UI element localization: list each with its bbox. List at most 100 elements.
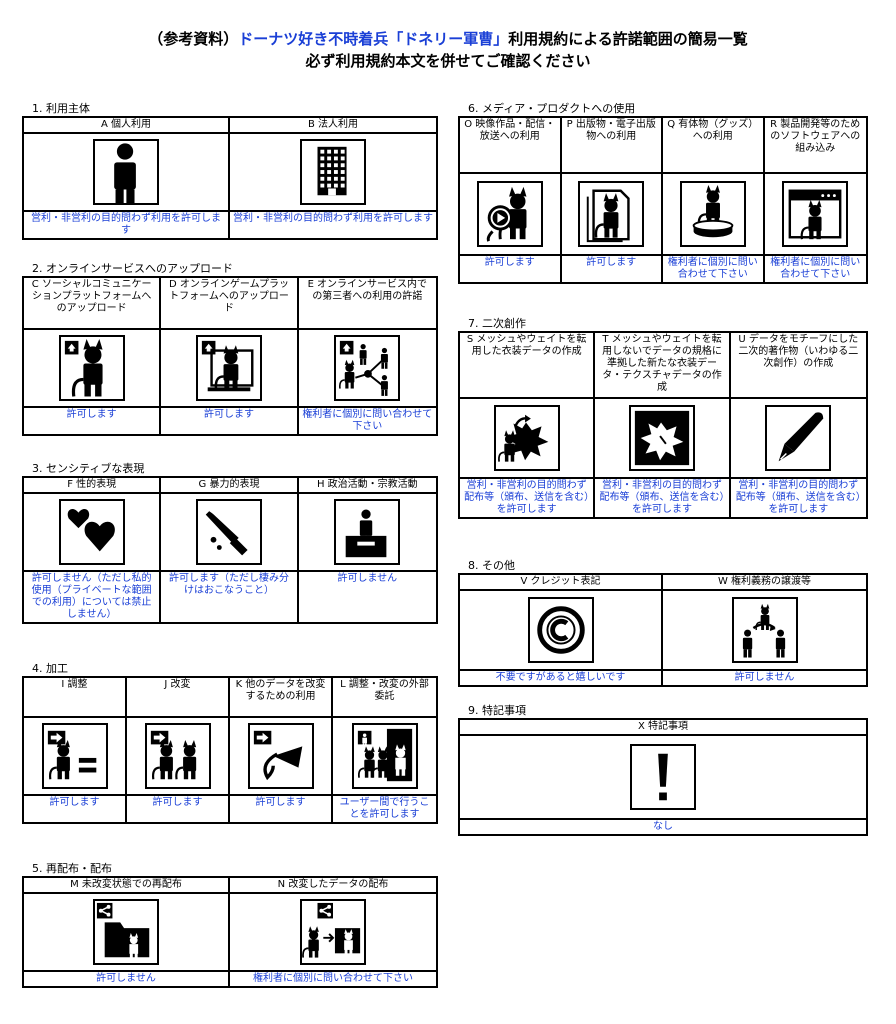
permission-header: I 調整 [24,678,125,718]
permission-cell: V クレジット表記不要ですがあると嬉しいです [460,575,663,685]
figure-icon-graphic [692,184,734,238]
section-label: 6. メディア・プロダクトへの使用 [468,102,636,115]
permission-cell: D オンラインゲームプラットフォームへのアップロード許可します [161,278,299,434]
permission-cell: R 製品開発等のためのソフトウェアへの組み込み権利者に個別に問い合わせて下さい [764,118,866,282]
permission-icon-area [764,174,866,256]
section-table: S メッシュやウェイトを転用した衣装データの作成営利・非営利の目的問わず配布等（… [458,331,868,519]
permission-result: なし [653,821,673,832]
permission-header: C ソーシャルコミュニケーションプラットフォームへのアップロード [24,278,160,330]
permission-icon-area [127,718,228,796]
permission-icon-area [730,399,866,479]
exclamation-icon [630,744,696,810]
knife-icon [195,499,262,565]
section-label: 2. オンラインサービスへのアップロード [32,262,233,275]
permission-header: H 政治活動・宗教活動 [298,478,436,494]
knife-icon-graphic [205,510,248,556]
permission-header: V クレジット表記 [460,575,661,591]
permission-cell: Q 有体物（グッズ）への利用権利者に個別に問い合わせて下さい [663,118,765,282]
software-icon-graphic [788,189,842,240]
permission-result: 権利者に個別に問い合わせて下さい [667,257,758,280]
permission-result: 営利・非営利の目的問わず利用を許可します [31,213,221,236]
share-network-icon [334,335,401,401]
permission-icon-area [24,330,160,408]
permission-header: A 個人利用 [24,118,228,134]
distribute-modified-icon [300,899,366,965]
permission-result: 営利・非営利の目的問わず配布等（頒布、送信を含む）を許可します [464,480,590,515]
permission-icon-area [298,330,436,408]
permission-result: 許可します [255,797,306,808]
permission-result: 営利・非営利の目的問わず配布等（頒布、送信を含む）を許可します [735,480,861,515]
permission-cell: F 性的表現許可しません（ただし私的使用（プライベートな範囲での利用）については… [24,478,162,622]
permission-result: 許可しません（ただし私的使用（プライベートな範囲での利用）については禁止しません… [31,573,152,620]
permission-icon-area [663,174,763,256]
permission-icon-area [24,718,125,796]
permission-icon-area [460,736,866,820]
person-icon [93,139,159,205]
permission-header: T メッシュやウェイトを転用しないでデータの規格に準拠した新たな衣装データ・テク… [595,333,729,399]
permission-result: 許可しません [734,672,795,683]
distribute-modified-icon-graphic [302,902,361,958]
section-sensitive-expression: 3. センシティブな表現 F 性的表現許可しません（ただし私的使用（プライベートな… [22,461,438,624]
upload-game-icon-graphic [201,340,254,392]
costume-new-icon-graphic [634,410,690,466]
permission-header: R 製品開発等のためのソフトウェアへの組み込み [764,118,866,174]
building-icon [300,139,366,205]
software-icon [782,181,849,247]
section-label: 9. 特記事項 [468,704,526,717]
permission-header: K 他のデータを改変するための利用 [230,678,331,718]
permission-cell: W 権利義務の譲渡等許可しません [663,575,866,685]
permission-header: G 暴力的表現 [161,478,297,494]
modify-icon [144,723,211,789]
permission-header: B 法人利用 [230,118,436,134]
title-line-1: （参考資料）ドーナツ好き不時着兵「ドネリー軍曹」利用規約による許諾範囲の簡易一覧 [0,28,896,50]
permission-icon-area [24,494,160,572]
permission-result: 権利者に個別に問い合わせて下さい [302,409,433,432]
permission-icon-area [460,591,661,671]
title-line-2: 必ず利用規約本文を併せてご確認ください [305,52,591,70]
costume-convert-icon-graphic [497,414,548,462]
section-label: 7. 二次創作 [468,317,526,330]
permission-result: 許可しません [337,573,398,584]
transfer-icon [731,597,798,663]
permission-result: 許可します [203,409,254,420]
section-label: 3. センシティブな表現 [32,462,145,475]
permission-cell: U データをモチーフにした二次的著作物（いわゆる二次創作）の作成営利・非営利の目… [730,333,866,517]
permission-icon-area [460,399,594,479]
video-icon-graphic [486,186,527,242]
permission-icon-area [333,718,436,796]
outsource-icon [351,723,418,789]
permission-cell: I 調整許可します [24,678,127,822]
permission-cell: P 出版物・電子出版物への利用許可します [561,118,663,282]
permission-icon-area [230,894,436,972]
publication-icon [578,181,645,247]
permission-cell: O 映像作品・配信・放送への利用許可します [460,118,562,282]
title-character-name: ドーナツ好き不時着兵「ドネリー軍曹」 [238,30,509,48]
section-table: X 特記事項なし [458,718,868,836]
permission-cell: T メッシュやウェイトを転用しないでデータの規格に準拠した新たな衣装データ・テク… [595,333,731,517]
permission-header: F 性的表現 [24,478,160,494]
permission-result: 許可します [484,257,535,268]
permission-result: 権利者に個別に問い合わせて下さい [770,257,861,280]
building-icon-graphic [317,146,347,196]
permission-cell: N 改変したデータの配布権利者に個別に問い合わせて下さい [230,878,436,986]
permission-icon-area [161,330,297,408]
copyright-icon-graphic [536,606,585,654]
permission-result: 許可します [49,797,100,808]
permission-cell: G 暴力的表現許可します（ただし棲み分けはおこなうこと） [161,478,299,622]
section-label: 5. 再配布・配布 [32,862,112,875]
copyright-icon [527,597,594,663]
section-table: F 性的表現許可しません（ただし私的使用（プライベートな範囲での利用）については… [22,476,438,624]
permission-result: 許可しません [96,973,156,984]
costume-new-icon [628,405,695,471]
podium-icon [334,499,401,565]
transfer-icon-graphic [742,603,785,658]
permission-cell: X 特記事項なし [460,720,866,834]
permission-icon-area [24,894,228,972]
